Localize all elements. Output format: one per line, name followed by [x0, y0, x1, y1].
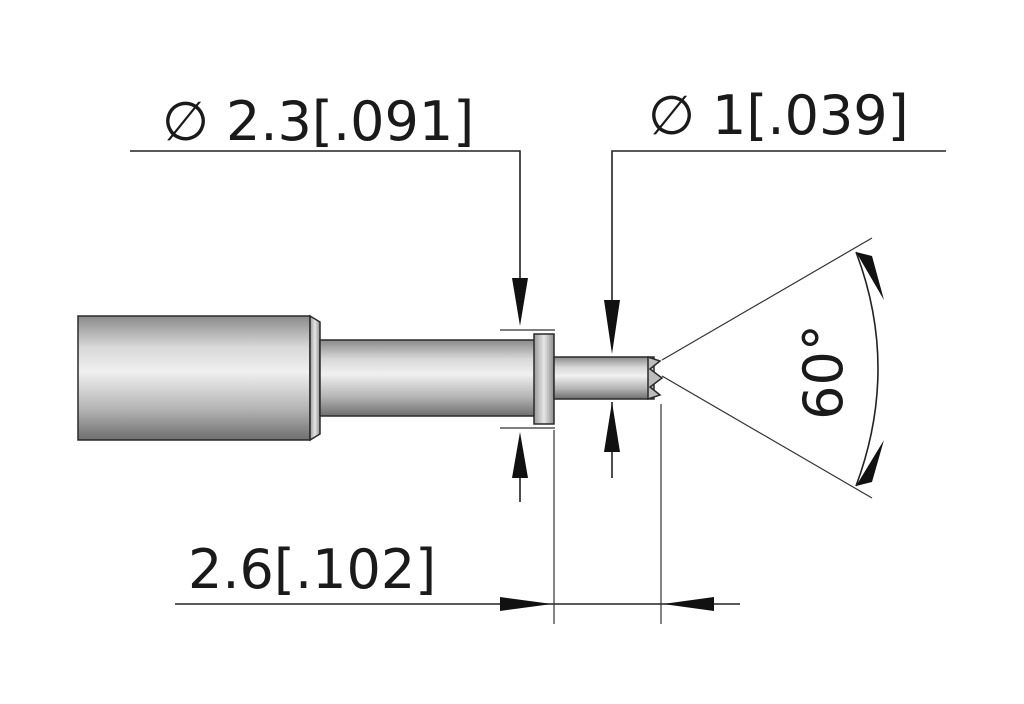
pin-body: [77, 314, 664, 442]
major-diameter-label: 2.3[.091]: [226, 90, 474, 153]
tip-stem: [553, 356, 655, 400]
crown-tip: [647, 355, 664, 401]
shaft: [319, 339, 537, 417]
tip-diameter-label: 1[.039]: [712, 84, 909, 147]
diameter-symbol-2: ∅: [648, 84, 695, 147]
barrel-chamfer: [309, 314, 321, 442]
collar: [533, 333, 555, 425]
diameter-symbol: ∅: [162, 90, 209, 153]
tip-length-dimension: 2.6[.102]: [175, 404, 740, 624]
tip-angle-label: 60°: [792, 324, 855, 420]
barrel: [77, 315, 311, 441]
tip-diameter-dimension: ∅ 1[.039]: [604, 84, 946, 478]
tip-angle-dimension: 60°: [661, 237, 884, 499]
tip-length-label: 2.6[.102]: [188, 538, 436, 601]
major-diameter-dimension: ∅ 2.3[.091]: [130, 90, 555, 502]
